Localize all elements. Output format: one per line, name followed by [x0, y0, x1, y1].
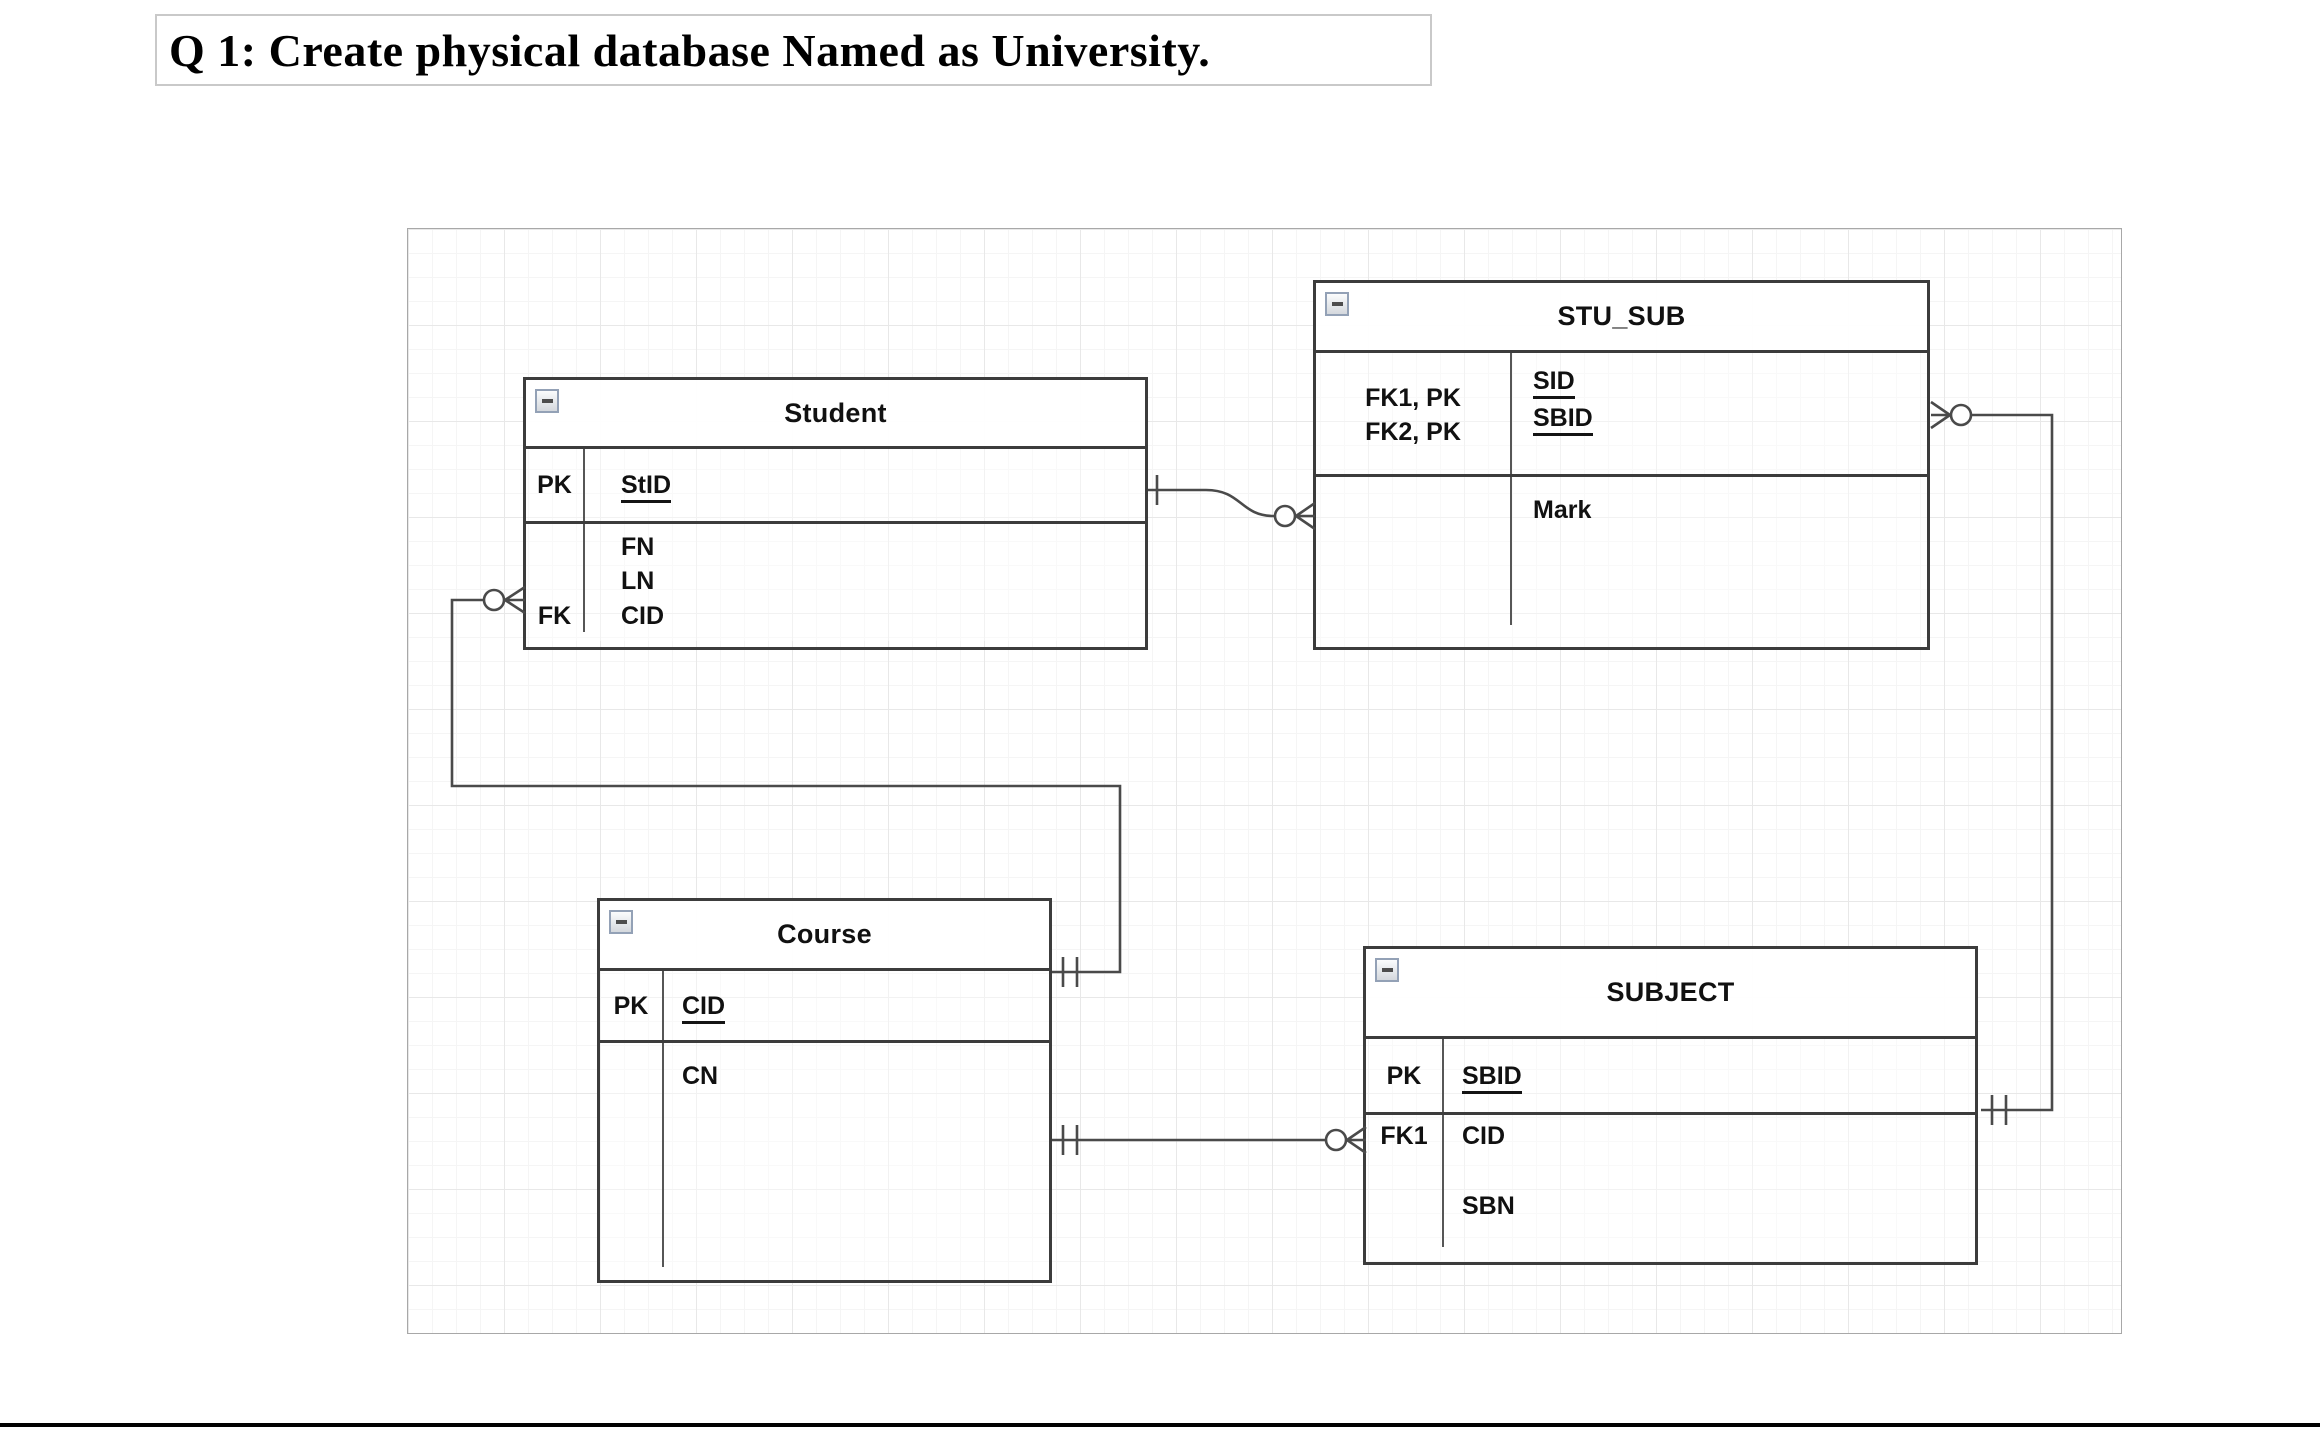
- key-label: FK1, PK: [1365, 384, 1461, 412]
- minimize-icon[interactable]: [1325, 292, 1349, 316]
- key-label: FK: [537, 602, 572, 630]
- entity-table-student[interactable]: Student PK StID FN LN FK CID: [523, 377, 1148, 650]
- page-bottom-rule: [0, 1423, 2320, 1427]
- column-divider: [583, 524, 585, 632]
- column-divider: [1510, 353, 1512, 474]
- course-header[interactable]: Course: [600, 901, 1049, 971]
- pk-attribute: CID: [682, 991, 726, 1024]
- stu-sub-pk-section: FK1, PK FK2, PK SID SBID: [1316, 353, 1927, 477]
- key-label: FK1: [1380, 1122, 1428, 1150]
- course-attr-section: CN: [600, 1043, 1049, 1280]
- column-divider: [662, 1043, 664, 1267]
- key-label: PK: [537, 471, 572, 499]
- attribute: CID: [621, 602, 665, 630]
- table-title: SUBJECT: [1606, 977, 1735, 1007]
- attribute: CN: [682, 1062, 719, 1090]
- key-label: FK2, PK: [1365, 418, 1461, 446]
- attribute: LN: [621, 567, 655, 595]
- table-title: Course: [777, 919, 872, 949]
- table-title: Student: [784, 397, 887, 428]
- minimize-icon[interactable]: [535, 389, 559, 413]
- column-divider: [583, 449, 585, 521]
- key-label: PK: [1386, 1062, 1422, 1090]
- attribute: CID: [1462, 1122, 1506, 1150]
- minus-glyph: [1331, 302, 1343, 306]
- course-pk-section: PK CID: [600, 971, 1049, 1043]
- column-divider: [1442, 1115, 1444, 1247]
- question-title: Q 1: Create physical database Named as U…: [169, 24, 1211, 76]
- pk-attribute: SID: [1533, 366, 1575, 399]
- student-attr-section: FN LN FK CID: [526, 524, 1145, 641]
- attribute: Mark: [1533, 496, 1592, 524]
- stu-sub-attr-section: Mark: [1316, 477, 1927, 647]
- minus-glyph: [541, 399, 553, 403]
- column-divider: [1510, 477, 1512, 625]
- entity-table-subject[interactable]: SUBJECT PK SBID FK1 CID SBN: [1363, 946, 1978, 1265]
- column-divider: [662, 971, 664, 1040]
- subject-pk-section: PK SBID: [1366, 1039, 1975, 1115]
- student-header[interactable]: Student: [526, 380, 1145, 449]
- subject-attr-section: FK1 CID SBN: [1366, 1115, 1975, 1262]
- minimize-icon[interactable]: [609, 910, 633, 934]
- entity-table-course[interactable]: Course PK CID CN: [597, 898, 1052, 1283]
- minus-glyph: [1381, 968, 1393, 972]
- subject-header[interactable]: SUBJECT: [1366, 949, 1975, 1039]
- pk-attribute: SBID: [1462, 1061, 1522, 1094]
- attribute: SBN: [1462, 1192, 1515, 1220]
- stu-sub-header[interactable]: STU_SUB: [1316, 283, 1927, 353]
- student-pk-section: PK StID: [526, 449, 1145, 524]
- pk-attribute: StID: [621, 470, 671, 503]
- minus-glyph: [615, 920, 627, 924]
- table-title: STU_SUB: [1557, 301, 1686, 331]
- key-label: PK: [613, 992, 649, 1020]
- question-title-box: Q 1: Create physical database Named as U…: [155, 14, 1432, 86]
- entity-table-stu-sub[interactable]: STU_SUB FK1, PK FK2, PK SID SBID Mark: [1313, 280, 1930, 650]
- minimize-icon[interactable]: [1375, 958, 1399, 982]
- attribute: FN: [621, 533, 655, 561]
- column-divider: [1442, 1039, 1444, 1112]
- pk-attribute: SBID: [1533, 403, 1593, 436]
